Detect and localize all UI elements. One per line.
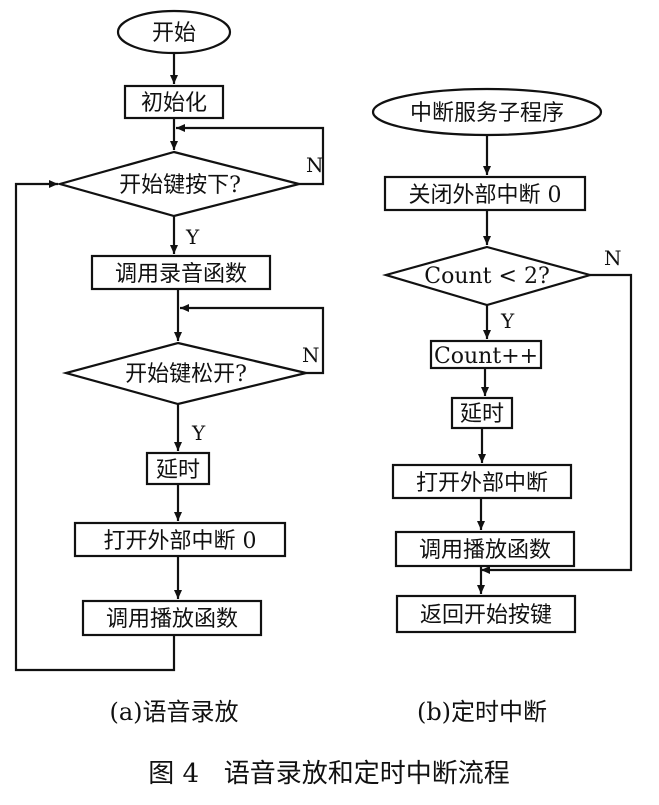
- open-interrupt-label: 打开外部中断: [416, 471, 548, 496]
- decision-count: Count < 2?: [382, 245, 595, 307]
- decision-start-pressed: 开始键按下?: [55, 150, 300, 218]
- caption-b: (b)定时中断: [417, 698, 547, 726]
- start-terminal: 开始: [116, 9, 232, 55]
- isr-label: 中断服务子程序: [410, 101, 564, 126]
- decision-start-pressed-label: 开始键按下?: [119, 173, 241, 198]
- no-label-count: N: [604, 246, 622, 270]
- return-box: 返回开始按键: [395, 594, 577, 634]
- figure-caption: 图 4 语音录放和定时中断流程: [148, 759, 510, 789]
- open-interrupt0-label: 打开外部中断 0: [104, 529, 257, 554]
- call-record-label: 调用录音函数: [115, 262, 247, 287]
- decision-start-released: 开始键松开?: [61, 341, 307, 406]
- call-play-box-left: 调用播放函数: [81, 599, 263, 637]
- count-increment-label: Count++: [434, 344, 538, 369]
- yes-label-pressed: Y: [185, 225, 200, 249]
- yes-label-count: Y: [500, 309, 515, 333]
- init-box: 初始化: [123, 84, 225, 120]
- yes-label-released: Y: [191, 421, 206, 445]
- no-label-released: N: [302, 343, 320, 367]
- isr-terminal: 中断服务子程序: [371, 87, 603, 137]
- loop-no-pressed: [176, 124, 325, 186]
- delay-box-right: 延时: [450, 396, 514, 430]
- loop-no-released: [180, 304, 325, 375]
- loop-back-to-press: [14, 180, 176, 672]
- call-play-box-right: 调用播放函数: [394, 530, 576, 568]
- return-label: 返回开始按键: [420, 603, 552, 628]
- right-flowchart: 中断服务子程序 关闭外部中断 0 Count < 2? N Y Count++ …: [371, 87, 633, 726]
- decision-count-label: Count < 2?: [424, 264, 549, 289]
- decision-start-released-label: 开始键松开?: [125, 362, 247, 387]
- init-label: 初始化: [141, 91, 207, 116]
- count-increment-box: Count++: [429, 339, 543, 370]
- start-label: 开始: [152, 21, 196, 46]
- close-interrupt0-label: 关闭外部中断 0: [409, 183, 562, 208]
- call-record-box: 调用录音函数: [90, 254, 272, 291]
- branch-no-count: [481, 273, 633, 574]
- open-interrupt0-box: 打开外部中断 0: [73, 521, 287, 558]
- call-play-label-right: 调用播放函数: [419, 538, 551, 563]
- left-flowchart: 开始 初始化 开始键按下? N Y 调用录音函数 开始键松开?: [14, 9, 325, 726]
- close-interrupt0-box: 关闭外部中断 0: [383, 175, 587, 212]
- delay-box: 延时: [145, 451, 211, 486]
- delay-label: 延时: [156, 458, 200, 483]
- no-label-pressed: N: [306, 153, 324, 177]
- open-interrupt-box: 打开外部中断: [391, 463, 573, 500]
- caption-a: (a)语音录放: [109, 698, 238, 726]
- delay-label-right: 延时: [460, 402, 504, 427]
- call-play-label-left: 调用播放函数: [106, 607, 238, 632]
